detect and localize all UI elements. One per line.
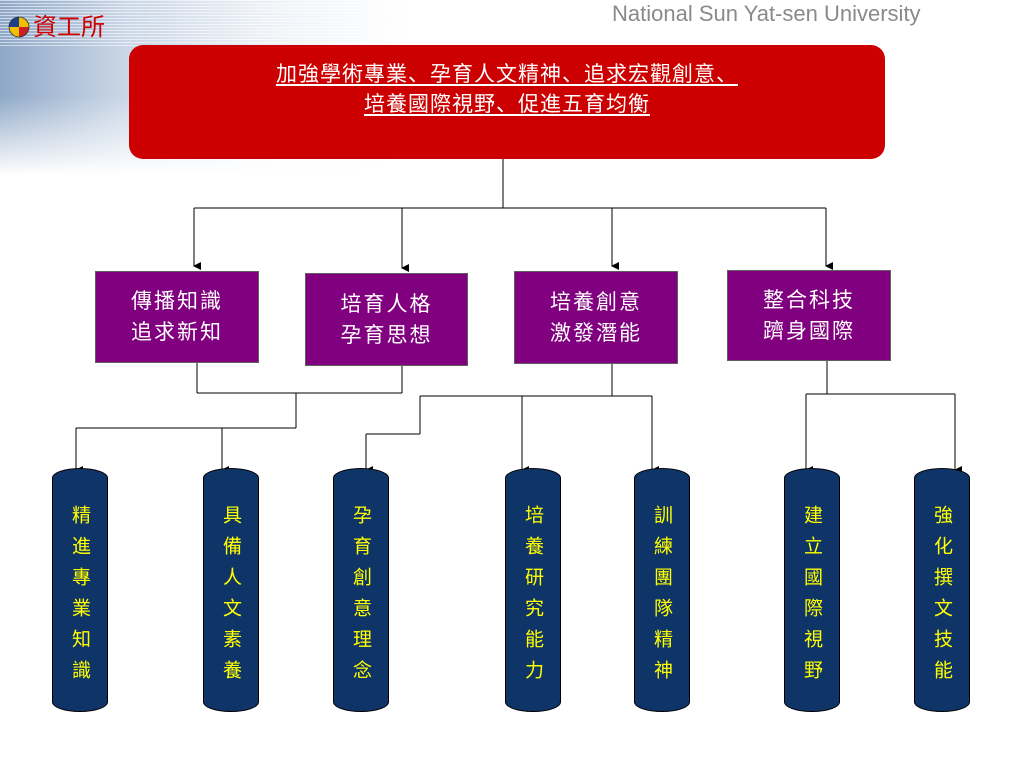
goal-box-4: 整合科技 躋身國際	[727, 270, 891, 361]
mission-statement-box: 加強學術專業、孕育人文精神、追求宏觀創意、 培養國際視野、促進五育均衡	[129, 45, 885, 159]
goal-3-line-2: 激發潛能	[550, 320, 642, 345]
pillar-1-text: 精進專業知識	[69, 505, 91, 691]
goal-box-3: 培養創意 激發潛能	[514, 271, 678, 364]
mission-line-2: 培養國際視野、促進五育均衡	[364, 92, 650, 116]
quadrant-globe-icon	[8, 16, 30, 38]
pillar-7-text: 強化撰文技能	[931, 505, 953, 691]
goal-4-line-2: 躋身國際	[763, 318, 855, 343]
university-name: National Sun Yat-sen University	[612, 1, 921, 26]
goal-4-line-1: 整合科技	[763, 287, 855, 312]
logo-text: 資工所	[33, 13, 105, 41]
pillar-5-text: 訓練團隊精神	[651, 505, 673, 691]
goal-3-line-1: 培養創意	[550, 289, 642, 314]
goal-box-1: 傳播知識 追求新知	[95, 271, 259, 363]
pillar-3-text: 孕育創意理念	[350, 505, 372, 691]
pillar-6: 建立國際視野	[784, 468, 840, 712]
goal-box-2: 培育人格 孕育思想	[305, 273, 468, 366]
goal-2-line-2: 孕育思想	[340, 322, 433, 347]
pillar-2: 具備人文素養	[203, 468, 259, 712]
pillar-4-text: 培養研究能力	[522, 505, 544, 691]
mission-line-1: 加強學術專業、孕育人文精神、追求宏觀創意、	[276, 62, 738, 86]
pillar-6-text: 建立國際視野	[801, 505, 823, 691]
header-stripes	[0, 0, 1024, 46]
pillar-4: 培養研究能力	[505, 468, 561, 712]
goal-2-line-1: 培育人格	[340, 291, 433, 316]
pillar-3: 孕育創意理念	[333, 468, 389, 712]
logo: 資工所	[8, 12, 105, 42]
pillar-1: 精進專業知識	[52, 468, 108, 712]
goal-1-line-1: 傳播知識	[131, 289, 223, 313]
pillar-7: 強化撰文技能	[914, 468, 970, 712]
pillar-5: 訓練團隊精神	[634, 468, 690, 712]
goal-1-line-2: 追求新知	[131, 320, 223, 344]
pillar-2-text: 具備人文素養	[220, 505, 242, 691]
